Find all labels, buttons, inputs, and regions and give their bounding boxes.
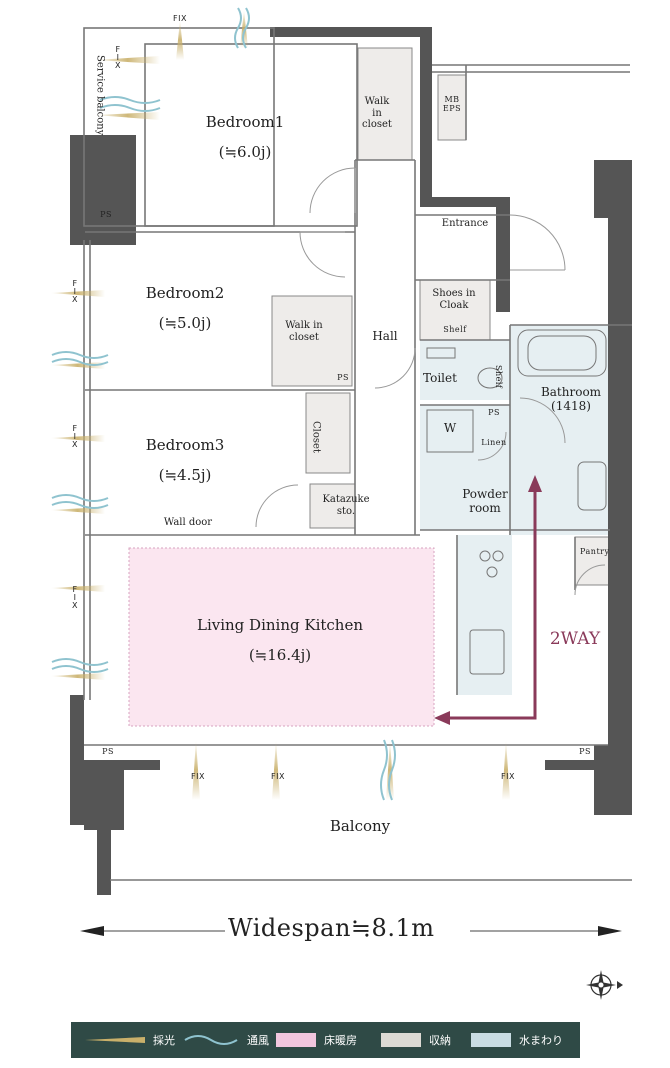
balcony-label: Balcony xyxy=(329,817,391,835)
powder-room-label: Powder room xyxy=(462,487,508,515)
ps-label-5: PS xyxy=(579,747,591,756)
wic1-label: Walk in closet xyxy=(362,96,392,130)
legend-label-storage: 収納 xyxy=(429,1034,451,1047)
legend-label-wet-area: 水まわり xyxy=(519,1034,563,1047)
fix-label-b2: FIX xyxy=(271,772,285,781)
legend-item-wind: 通風 xyxy=(183,1022,269,1058)
wic1-area xyxy=(357,47,413,161)
widespan-text: Widespan≒8.1m xyxy=(228,914,435,942)
ps-label-3: PS xyxy=(488,408,500,417)
washer-label: W xyxy=(443,421,457,435)
closet-area xyxy=(305,392,351,474)
fix-label-v1: F I X xyxy=(72,279,78,304)
walls xyxy=(70,27,632,895)
legend-label-light: 採光 xyxy=(153,1034,175,1047)
linen-label: Linen xyxy=(481,438,507,447)
toilet-floor xyxy=(420,340,510,400)
ps-label-4: PS xyxy=(102,747,114,756)
fix-label-v0: F I X xyxy=(115,45,121,70)
wic2-label: Walk in closet xyxy=(285,320,323,343)
floor-heating-swatch xyxy=(276,1033,316,1047)
two-way-arrow xyxy=(434,475,542,725)
toilet-label: Toilet xyxy=(423,371,457,385)
ldk-size: (≒16.4j) xyxy=(248,646,312,664)
fix-label-b3: FIX xyxy=(501,772,515,781)
storage-areas xyxy=(271,47,611,586)
bathroom-label: Bathroom (1418) xyxy=(540,385,602,413)
wet-area-swatch xyxy=(471,1033,511,1047)
bedroom1-size: (≒6.0j) xyxy=(218,143,272,161)
pantry-label: Pantry xyxy=(580,547,610,556)
fix-label-b1: FIX xyxy=(191,772,205,781)
fix-label-top: FIX xyxy=(173,14,187,23)
ldk-name: Living Dining Kitchen xyxy=(196,616,363,634)
ldk-floor-heating xyxy=(128,547,435,727)
compass-icon xyxy=(586,970,623,1000)
entrance-label: Entrance xyxy=(441,218,489,229)
legend-bar: 採光 通風 床暖房 収納 水まわり xyxy=(71,1022,580,1058)
legend-label-floor-heating: 床暖房 xyxy=(324,1034,357,1047)
hall-label: Hall xyxy=(372,329,398,343)
wind-marks xyxy=(51,7,396,801)
powder-room-floor xyxy=(420,405,510,530)
wet-areas xyxy=(420,325,610,695)
ps-label-2: PS xyxy=(337,373,349,382)
legend-item-light: 採光 xyxy=(85,1022,175,1058)
widespan-dimension xyxy=(80,926,622,936)
bathroom-floor xyxy=(510,325,610,535)
mb-eps-label: MB EPS xyxy=(442,95,462,114)
kitchen-counter xyxy=(457,535,512,695)
two-way-label: 2WAY xyxy=(549,629,601,649)
closet-label: Closet xyxy=(310,421,322,453)
wall-door-label: Wall door xyxy=(163,517,213,528)
shoes-cloak-label: Shoes in Cloak xyxy=(432,288,476,311)
bedroom3-name: Bedroom3 xyxy=(145,436,225,454)
legend-item-floor-heating: 床暖房 xyxy=(276,1022,357,1058)
service-balcony-label: Service balcony xyxy=(94,54,106,136)
wic2-area xyxy=(271,295,353,387)
bedroom3-size: (≒4.5j) xyxy=(158,466,212,484)
wind-icon xyxy=(184,1035,238,1045)
light-marks xyxy=(50,10,510,800)
bedroom2-size: (≒5.0j) xyxy=(158,314,212,332)
interior-walls xyxy=(83,27,632,881)
door-swings xyxy=(255,167,606,596)
legend-label-wind: 通風 xyxy=(247,1034,269,1047)
fixtures xyxy=(426,329,607,675)
katazuke-area xyxy=(309,483,356,529)
fix-label-v2: F I X xyxy=(72,424,78,449)
shelf-label: Shelf xyxy=(443,325,467,334)
katazuke-label: Katazuke sto. xyxy=(322,494,370,517)
mb-eps-area xyxy=(437,74,467,141)
bedroom2-name: Bedroom2 xyxy=(145,284,225,302)
widespan-dimension-label: Widespan≒8.1m xyxy=(0,912,670,952)
ps-label-1: PS xyxy=(100,210,112,219)
bedroom1-name: Bedroom1 xyxy=(205,113,285,131)
storage-swatch xyxy=(381,1033,421,1047)
light-icon xyxy=(85,1037,145,1043)
fix-label-v3: F I X xyxy=(72,585,78,610)
legend-item-wet-area: 水まわり xyxy=(471,1022,563,1058)
toilet-shelf-label: Shelf xyxy=(494,365,504,389)
legend-item-storage: 収納 xyxy=(381,1022,451,1058)
